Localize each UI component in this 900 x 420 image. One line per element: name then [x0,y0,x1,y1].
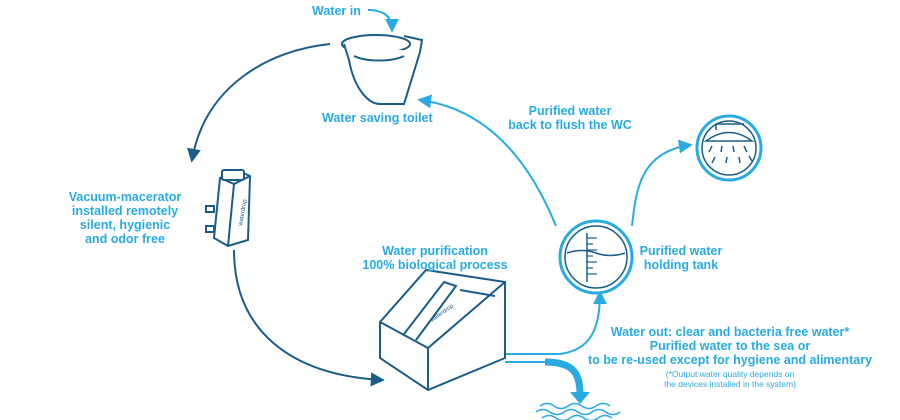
macerator-label: Vacuum-macerator installed remotely sile… [68,190,182,246]
toilet-icon [341,34,424,105]
holding-tank-label: Purified water holding tank [639,244,723,272]
water-out-label: Water out: clear and bacteria free water… [587,325,873,367]
purification-unit-icon: waterdrop [379,268,506,392]
tank-to-shower-arrow [631,139,693,227]
outlet-to-sea-arrow [544,358,584,396]
tank-to-toilet-arrow [417,94,557,227]
flush-back-label: Purified water back to flush the WC [508,104,632,132]
toilet-label: Water saving toilet [322,111,433,125]
purification-label: Water purification 100% biological proce… [362,244,508,272]
water-in-arrow [367,9,399,33]
sea-waves-icon [535,402,621,420]
macerator-brand-logo: waterdrop [238,198,249,227]
macerator-to-purification-arrow [233,249,385,387]
holding-tank-icon [558,219,634,295]
macerator-device-icon: waterdrop [205,168,252,248]
shower-icon [695,114,763,182]
outlet-to-tank-arrow [559,290,607,355]
toilet-to-macerator-arrow [187,43,331,163]
output-quality-note: (*Output water quality depends on the de… [664,369,796,389]
water-in-label: Water in [312,4,361,18]
